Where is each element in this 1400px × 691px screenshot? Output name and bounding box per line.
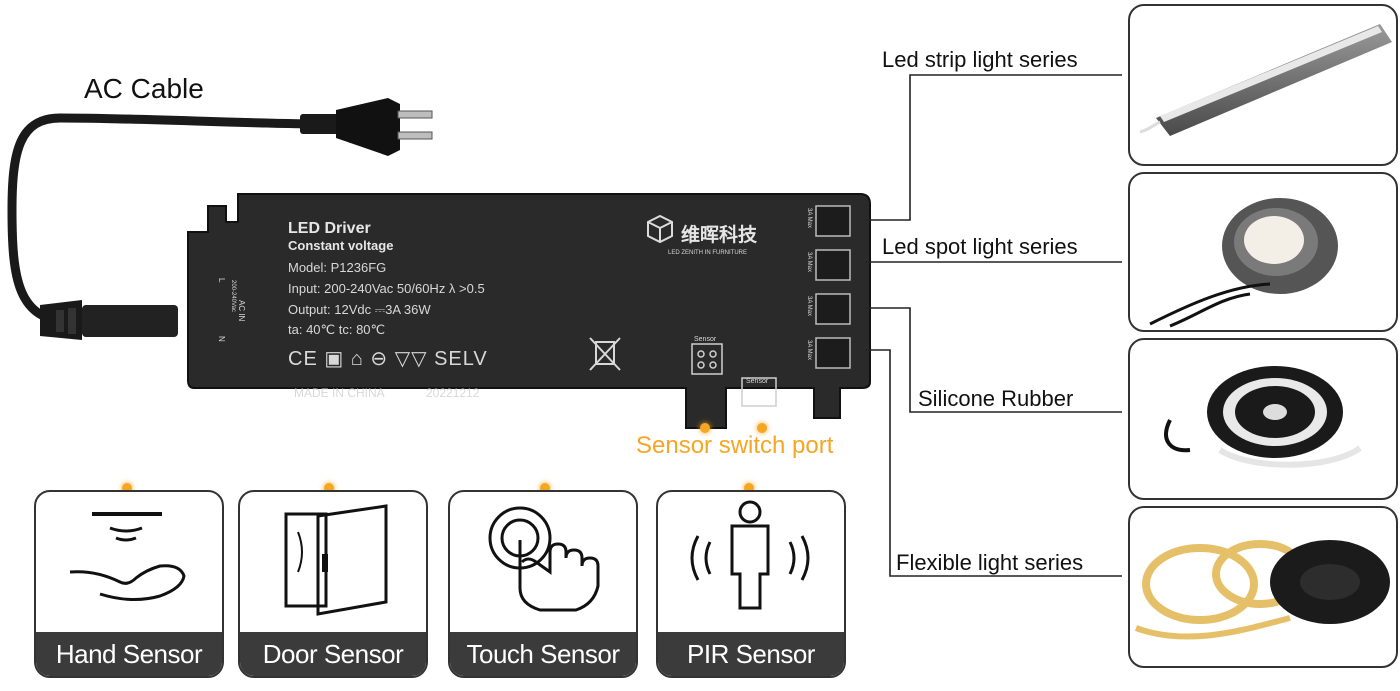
driver-title: LED Driver [288,220,371,237]
port-rating-1: 3A Max [806,208,812,229]
door-sensor-label: Door Sensor [240,632,426,676]
strip-light-panel [1128,4,1398,166]
ac-cable-label: AC Cable [84,73,204,104]
person-motion-icon [690,500,810,610]
door-sensor-dot [324,483,334,493]
port-rating-4: 3A Max [806,340,812,361]
driver-input: Input: 200-240Vac 50/60Hz λ >0.5 [288,281,485,296]
brand-cn: 维晖科技 [681,225,758,246]
dc-connector-icon [40,300,178,340]
ac-in-label: AC IN [237,300,246,322]
hand-sensor-dot [122,483,132,493]
ac-in-voltage: 200-240Vac [230,280,236,312]
touch-sensor-card: Touch Sensor [448,490,638,678]
hand-sensor-label: Hand Sensor [36,632,222,676]
brand-en: LED ZENITH IN FURNITURE [668,250,748,256]
sensor-port-label: Sensor [694,336,717,343]
connector-lines [866,74,1122,577]
driver-model: Model: P1236FG [288,260,387,275]
pir-sensor-dot [744,483,754,493]
certification-marks: CE ▣ ⌂ ⊖ ▽▽ SELV [288,348,488,370]
pir-sensor-card: PIR Sensor [656,490,846,678]
flexible-strip-reel-icon [1134,540,1390,640]
spot-light-panel [1128,172,1398,332]
sensor-switch-label: Sensor [746,378,769,385]
power-plug-icon [336,98,433,156]
live-mark: L [217,278,226,283]
hand-sensor-card: Hand Sensor [34,490,224,678]
aluminium-profile-strip-icon [1139,24,1392,136]
touch-sensor-label: Touch Sensor [450,632,636,676]
made-in-china: MADE IN CHINA [294,386,385,400]
door-icon [284,504,388,616]
pir-sensor-label: PIR Sensor [658,632,844,676]
light-label-flexible: Flexible light series [896,550,1084,575]
driver-subtitle: Constant voltage [288,238,394,253]
door-sensor-card: Door Sensor [238,490,428,678]
touch-icon [488,506,600,612]
flexible-light-panel [1128,506,1398,668]
sensor-port-dot [757,423,767,433]
sensor-port-box [691,343,777,407]
driver-output: Output: 12Vdc ⎓3A 36W [288,302,431,317]
ac-cable-drawing [7,98,433,340]
light-label-strip: Led strip light series [882,47,1078,72]
light-label-silicone: Silicone Rubber [918,386,1074,411]
port-rating-3: 3A Max [806,296,812,317]
led-driver-body [187,193,871,429]
sensor-port-dot [700,423,710,433]
port-rating-2: 3A Max [806,252,812,273]
silicone-rubber-panel [1128,338,1398,500]
silicone-strip-reel-icon [1164,366,1362,468]
production-date: 20221212 [426,386,480,400]
touch-sensor-dot [540,483,550,493]
neutral-mark: N [217,336,226,342]
output-ports [815,205,851,369]
sensor-switch-port-label: Sensor switch port [636,432,834,459]
plug-strain-relief [300,114,340,134]
hand-wave-icon [69,512,186,601]
light-label-spot: Led spot light series [882,234,1078,259]
brand-logo-icon [647,214,673,244]
round-spot-light-icon [1149,198,1338,328]
driver-temps: ta: 40℃ tc: 80℃ [288,322,386,337]
weee-bin-icon [589,337,621,371]
